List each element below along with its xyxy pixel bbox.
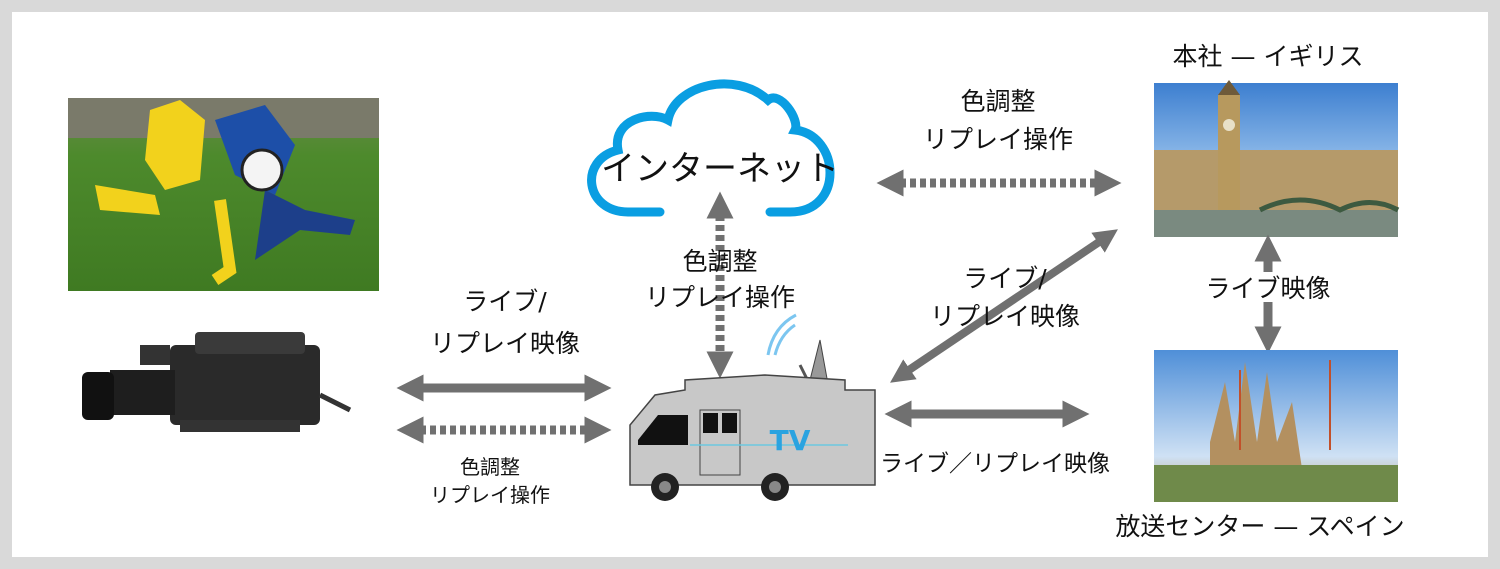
broadcast-center-label: 放送センター — スペイン [1115,512,1404,541]
ob-van-image: TV [629,313,876,501]
camera-van-live-label-2: リプレイ映像 [430,329,580,358]
hq-center-label: ライブ映像 [1205,274,1330,303]
camera-van-control-label-1: 色調整 [460,455,520,479]
van-hq-label-1: ライブ/ [963,264,1047,293]
van-internet-label-2: リプレイ操作 [645,283,795,312]
internet-hq-label-1: 色調整 [960,87,1035,116]
london-photo [1154,80,1400,237]
live-arrow-van-hq [890,229,1118,383]
barcelona-photo [1154,350,1398,502]
broadcast-camera-image [82,332,352,432]
camera-van-control-label-2: リプレイ操作 [430,483,550,507]
van-center-label: ライブ／リプレイ映像 [880,451,1110,477]
van-internet-label-1: 色調整 [682,247,757,276]
van-tv-sign: TV [770,424,811,457]
camera-van-live-label-1: ライブ/ [463,287,547,316]
hq-label: 本社 — イギリス [1173,42,1364,71]
soccer-photo [68,98,379,291]
internet-hq-label-2: リプレイ操作 [923,125,1073,154]
internet-cloud: インターネット [587,79,839,217]
van-hq-label-2: リプレイ映像 [930,302,1080,331]
internet-label: インターネット [601,149,839,189]
